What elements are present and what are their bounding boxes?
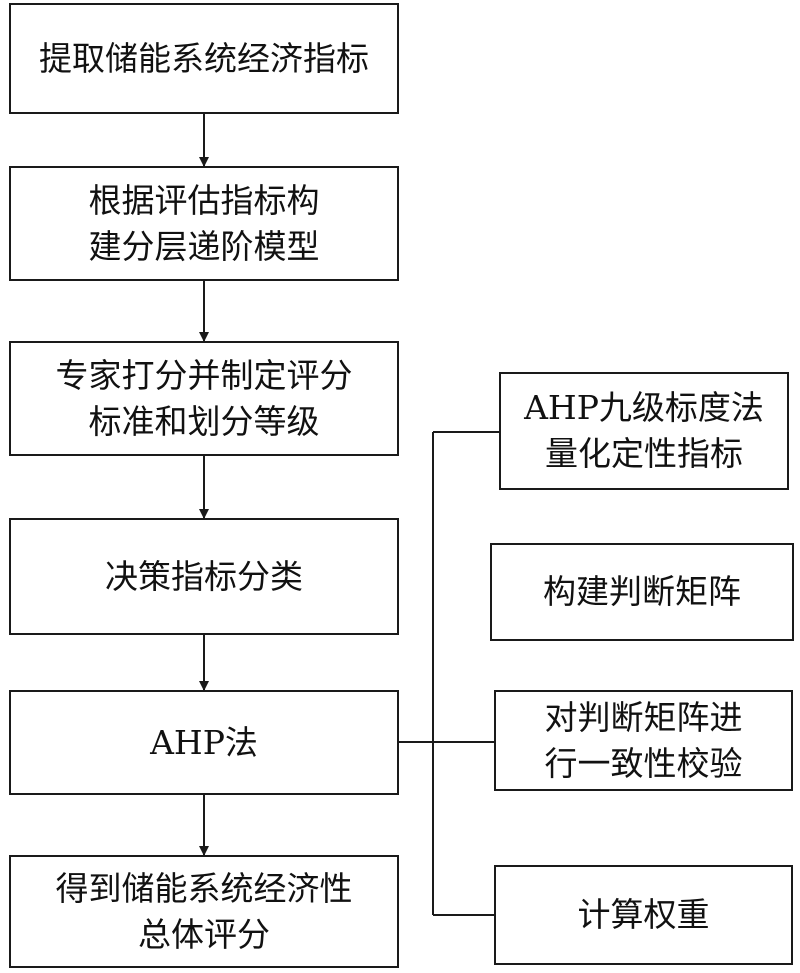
a1-line2: 量化定性指标 xyxy=(545,434,743,473)
step1-line1: 提取储能系统经济指标 xyxy=(39,38,369,78)
a4-line1: 计算权重 xyxy=(577,895,710,934)
ahp-build-judgment-matrix: 构建判断矩阵 xyxy=(490,543,794,641)
step6-line2: 总体评分 xyxy=(138,914,270,954)
ahp-consistency-check: 对判断矩阵进 行一致性校验 xyxy=(494,690,793,791)
ahp-nine-scale-quantify: AHP九级标度法 量化定性指标 xyxy=(499,372,789,490)
a3-line1: 对判断矩阵进 xyxy=(544,697,743,737)
a2-line1: 构建判断矩阵 xyxy=(543,572,741,611)
ahp-calculate-weights: 计算权重 xyxy=(494,865,793,965)
step-extract-indicators: 提取储能系统经济指标 xyxy=(9,3,399,114)
step3-line2: 标准和划分等级 xyxy=(88,401,320,441)
step-classify-indicators: 决策指标分类 xyxy=(9,518,399,635)
step4-line1: 决策指标分类 xyxy=(105,556,303,596)
a3-line2: 行一致性校验 xyxy=(544,743,743,783)
step-expert-scoring: 专家打分并制定评分 标准和划分等级 xyxy=(9,341,399,456)
step6-line1: 得到储能系统经济性 xyxy=(55,868,353,908)
a1-line1: AHP九级标度法 xyxy=(524,388,764,427)
step2-line2: 建分层递阶模型 xyxy=(88,226,320,266)
step-ahp-method: AHP法 xyxy=(9,690,399,795)
step3-line1: 专家打分并制定评分 xyxy=(55,355,353,395)
step-overall-score: 得到储能系统经济性 总体评分 xyxy=(9,855,399,968)
step-build-hierarchy-model: 根据评估指标构 建分层递阶模型 xyxy=(9,166,399,281)
step2-line1: 根据评估指标构 xyxy=(88,180,320,220)
step5-line1: AHP法 xyxy=(150,722,258,762)
